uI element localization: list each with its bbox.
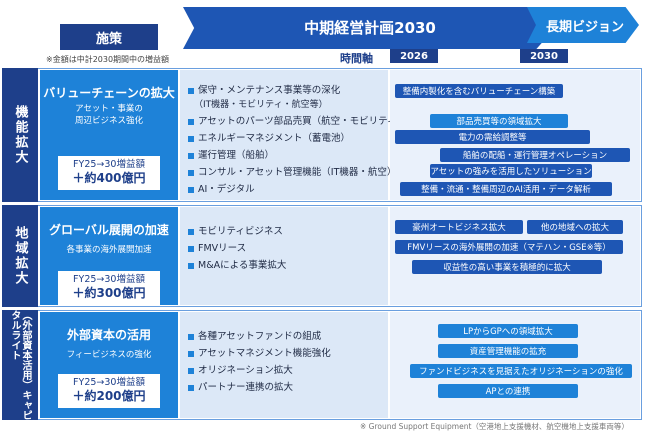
functional-item: 保守・メンテナンス事業等の深化 bbox=[188, 82, 340, 96]
regional-initiative-pill: FMVリースの海外展開の加速（マテハン・GSE※等） bbox=[395, 240, 623, 254]
functional-initiative-pill: 部品売買等の領域拡大 bbox=[430, 114, 568, 128]
regional-initiative-pill: 収益性の高い事業を積極的に拡大 bbox=[412, 260, 602, 274]
capital-initiative-pill: ファンドビジネスを見据えたオリジネーションの強化 bbox=[410, 364, 632, 378]
mid-plan-arrow bbox=[183, 7, 555, 49]
capital-policy-title: 外部資本の活用 bbox=[66, 328, 151, 342]
regional-initiative-pill: 豪州オートビジネス拡大 bbox=[395, 220, 523, 234]
year-2030-label: 2030 bbox=[520, 49, 568, 63]
functional-initiative-pill: 整備・流通・整備周辺のAI活用・データ解析 bbox=[400, 182, 612, 196]
capital-amount-box: FY25→30増益額 ＋約200億円 bbox=[58, 374, 160, 408]
capital-items-panel: 各種アセットファンドの組成 アセットマネジメント機能強化 オリジネーション拡大 … bbox=[180, 312, 388, 418]
functional-timeline-panel: 整備内製化を含むバリューチェーン構築 部品売買等の領域拡大 電力の需給調整等 船… bbox=[390, 70, 640, 200]
functional-item: AI・デジタル bbox=[188, 181, 255, 195]
functional-initiative-pill: 整備内製化を含むバリューチェーン構築 bbox=[395, 84, 563, 98]
regional-timeline-panel: 豪州オートビジネス拡大 他の地域への拡大 FMVリースの海外展開の加速（マテハン… bbox=[390, 207, 640, 305]
regional-policy-panel: グローバル展開の加速 各事業の海外展開加速 FY25→30増益額 ＋約300億円 bbox=[40, 207, 178, 305]
functional-initiative-pill: アセットの強みを活用したソリューション bbox=[430, 164, 592, 178]
capital-policy-panel: 外部資本の活用 フィービジネスの強化 FY25→30増益額 ＋約200億円 bbox=[40, 312, 178, 418]
policy-header-tab: 施策 bbox=[60, 24, 158, 50]
functional-initiative-pill: 電力の需給調整等 bbox=[395, 130, 590, 144]
functional-item: 運行管理（船舶） bbox=[188, 147, 274, 161]
functional-amount-box: FY25→30増益額 ＋約400億円 bbox=[58, 156, 160, 190]
functional-policy-panel: バリューチェーンの拡大 アセット・事業の 周辺ビジネス強化 FY25→30増益額… bbox=[40, 70, 178, 200]
year-2026-label: 2026 bbox=[390, 49, 438, 63]
regional-items-panel: モビリティビジネス FMVリース M&Aによる事業拡大 bbox=[180, 207, 388, 305]
regional-side-label: 地域拡大 bbox=[2, 205, 38, 307]
functional-initiative-pill: 船舶の配船・運行管理オペレーション bbox=[440, 148, 630, 162]
functional-policy-subtitle-1: アセット・事業の bbox=[75, 104, 143, 114]
functional-item: エネルギーマネジメント（蓄電池） bbox=[188, 130, 350, 144]
capital-timeline-panel: LPからGPへの領域拡大 資産管理機能の拡充 ファンドビジネスを見据えたオリジネ… bbox=[390, 312, 640, 418]
regional-initiative-pill: 他の地域への拡大 bbox=[527, 220, 623, 234]
capital-item: オリジネーション拡大 bbox=[188, 362, 293, 376]
regional-policy-title: グローバル展開の加速 bbox=[49, 223, 169, 237]
regional-item: FMVリース bbox=[188, 240, 246, 254]
capital-initiative-pill: APとの連携 bbox=[438, 384, 578, 398]
regional-item: モビリティビジネス bbox=[188, 223, 283, 237]
amount-note: ※金額は中計2030期間中の増益額 bbox=[46, 55, 170, 64]
capital-side-label: ︵外部資本活用︶キャピタルライト bbox=[2, 310, 38, 420]
long-vision-arrow bbox=[527, 7, 639, 43]
capital-initiative-pill: 資産管理機能の拡充 bbox=[438, 344, 578, 358]
capital-item: アセットマネジメント機能強化 bbox=[188, 345, 331, 359]
capital-policy-subtitle: フィービジネスの強化 bbox=[66, 350, 152, 360]
regional-item: M&Aによる事業拡大 bbox=[188, 257, 286, 271]
regional-policy-subtitle: 各事業の海外展開加速 bbox=[66, 245, 152, 255]
capital-initiative-pill: LPからGPへの領域拡大 bbox=[438, 324, 578, 338]
functional-item: コンサル・アセット管理機能（IT機器・航空） bbox=[188, 164, 396, 178]
mid-plan-title: 中期経営計画2030 bbox=[304, 19, 436, 37]
functional-policy-subtitle-2: 周辺ビジネス強化 bbox=[74, 116, 143, 126]
regional-amount-box: FY25→30増益額 ＋約300億円 bbox=[58, 271, 160, 305]
gse-footnote: ※ Ground Support Equipment（空港地上支援機材、航空機地… bbox=[360, 422, 629, 431]
capital-item: 各種アセットファンドの組成 bbox=[188, 328, 321, 342]
time-axis-label: 時間軸 bbox=[340, 52, 373, 65]
long-vision-title: 長期ビジョン bbox=[545, 20, 624, 35]
functional-policy-title: バリューチェーンの拡大 bbox=[43, 86, 175, 100]
functional-side-label: 機能拡大 bbox=[2, 68, 38, 202]
functional-item-detail: （IT機器・モビリティ・航空等） bbox=[194, 100, 328, 110]
capital-item: パートナー連携の拡大 bbox=[188, 379, 293, 393]
functional-items-panel: 保守・メンテナンス事業等の深化 （IT機器・モビリティ・航空等） アセットのパー… bbox=[180, 70, 406, 200]
functional-item: アセットのパーツ部品売買（航空・モビリティ） bbox=[188, 113, 406, 127]
